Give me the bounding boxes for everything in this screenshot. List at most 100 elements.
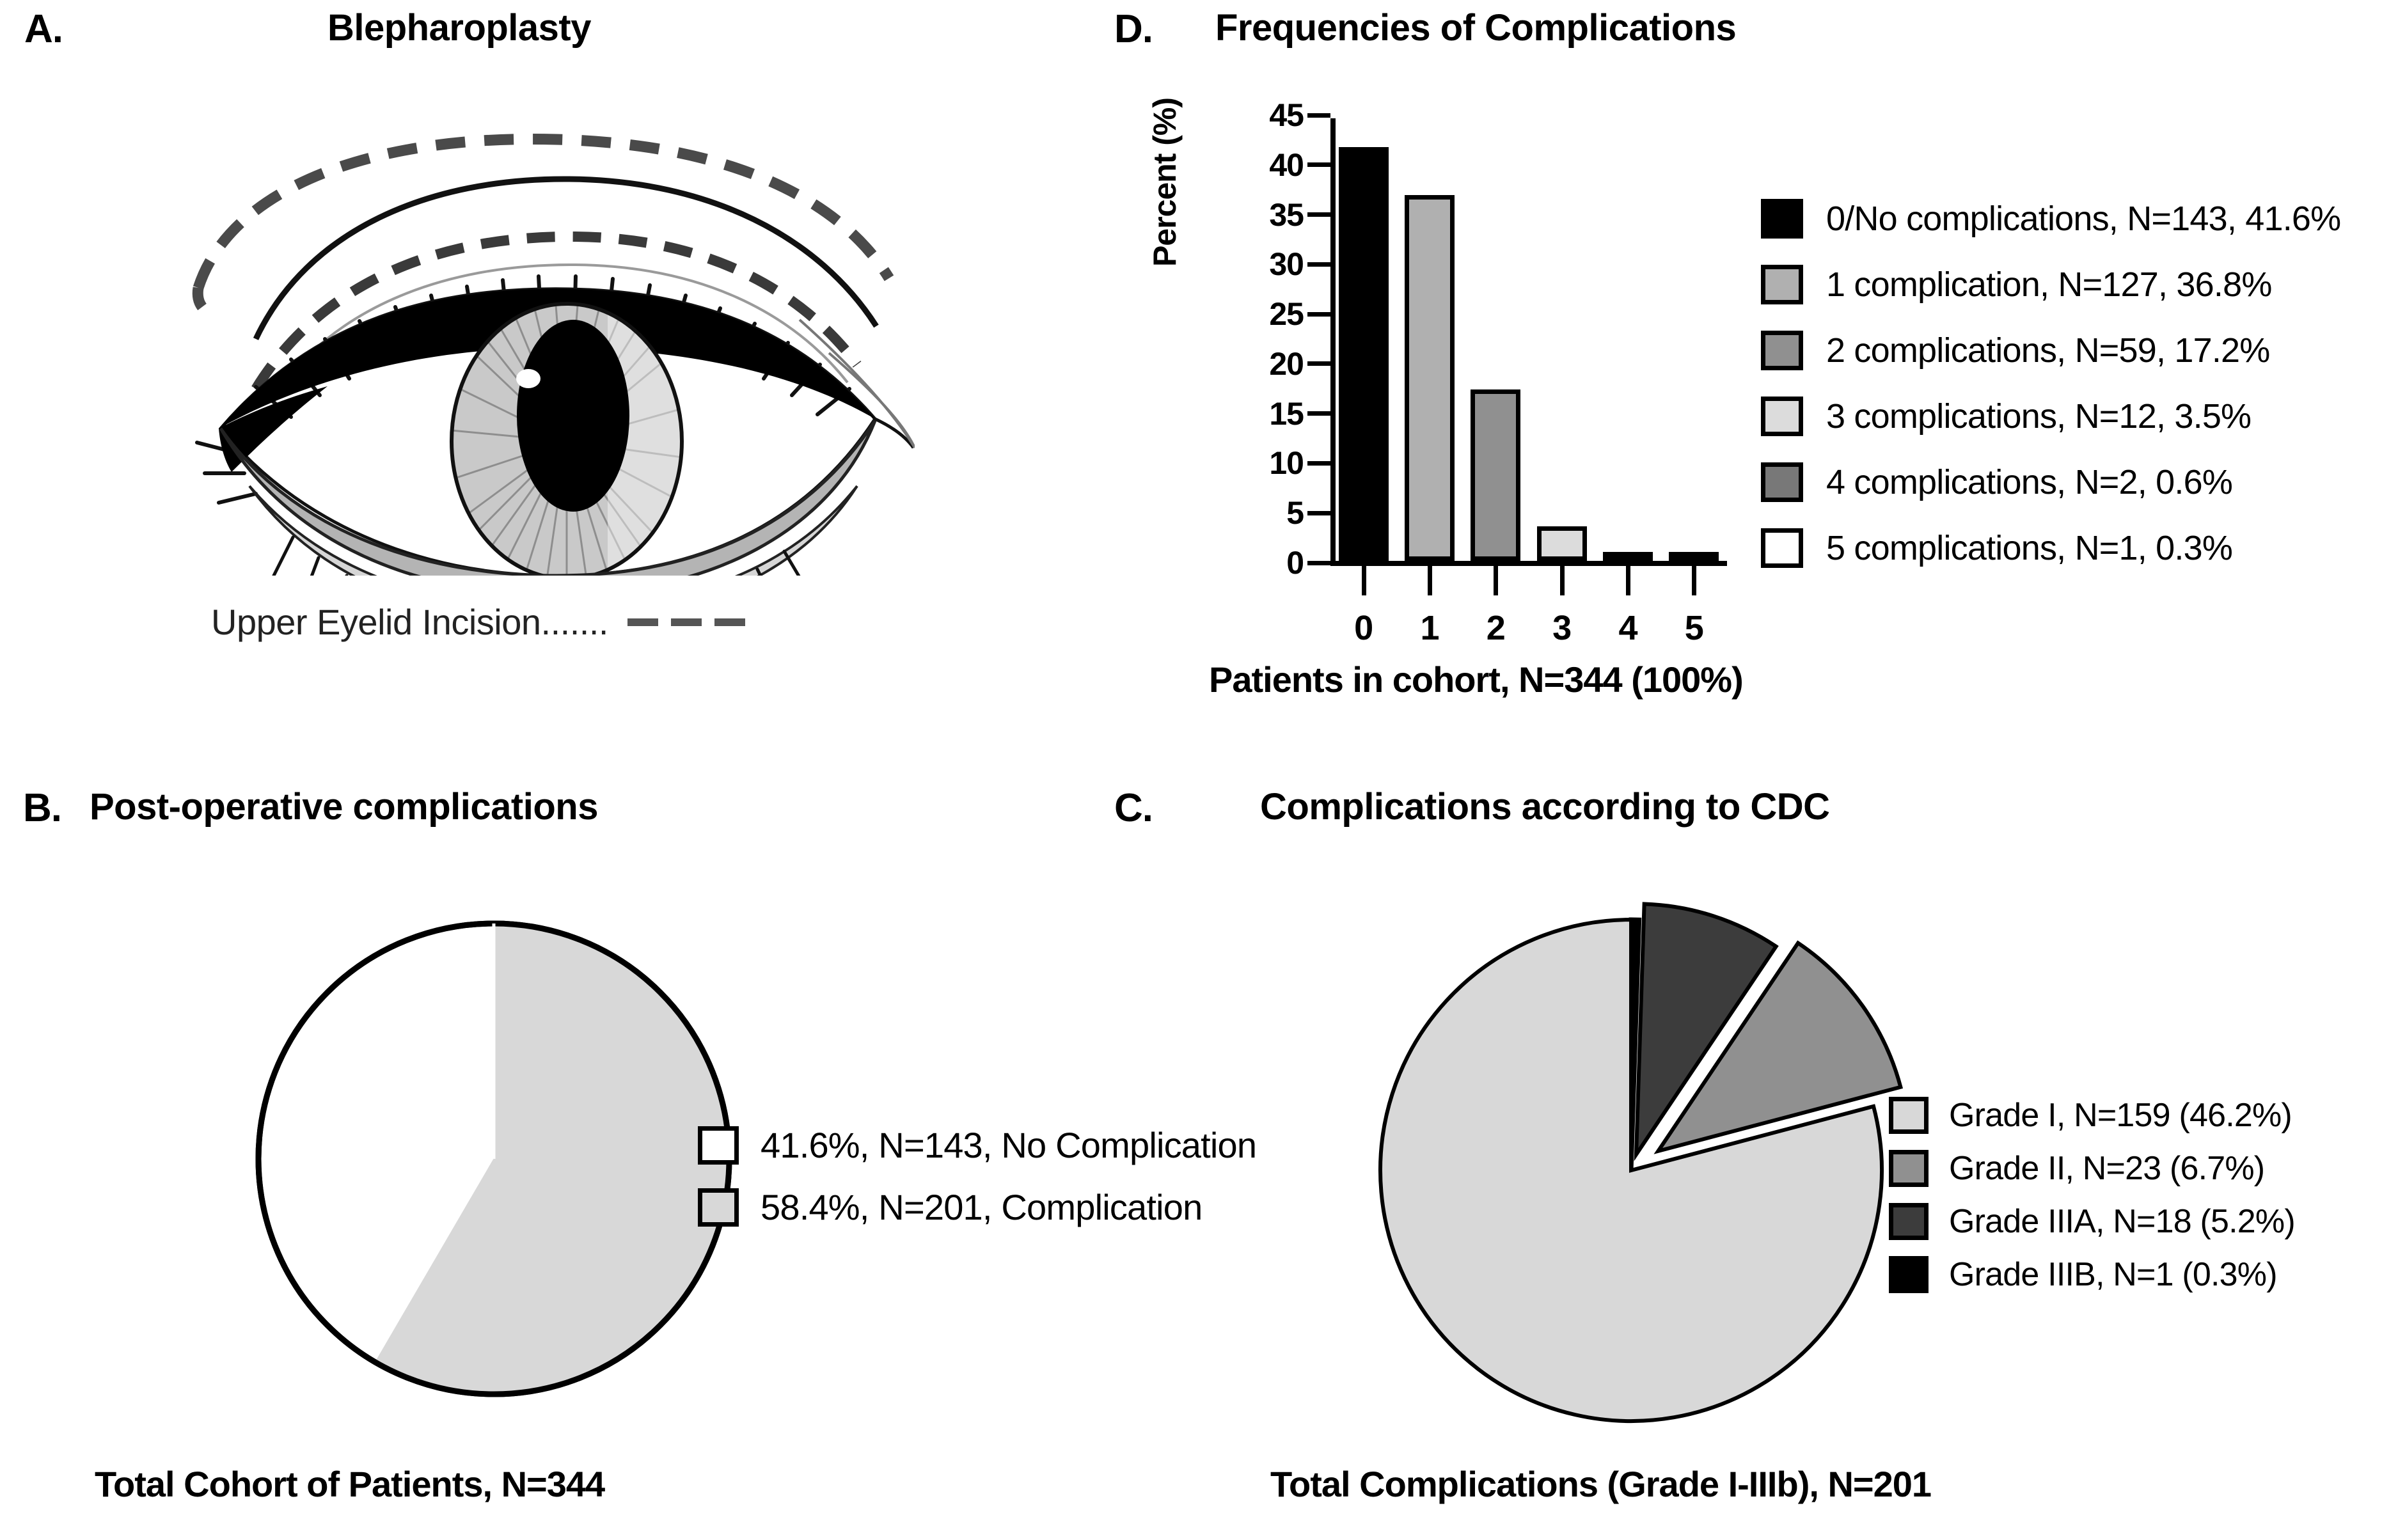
- panel-b-caption: Total Cohort of Patients, N=344: [95, 1464, 605, 1504]
- bar-1: [1405, 194, 1455, 561]
- x-tick-label: 4: [1618, 609, 1637, 647]
- legend-swatch-b-0: [698, 1126, 739, 1165]
- legend-label: 1 complication, N=127, 36.8%: [1826, 265, 2272, 304]
- legend-item: 4 complications, N=2, 0.6%: [1761, 449, 2340, 515]
- y-tick: 20: [1171, 348, 1330, 380]
- legend-label: 41.6%, N=143, No Complication: [761, 1125, 1257, 1165]
- x-tick-label: 0: [1354, 609, 1373, 647]
- bar-3: [1536, 526, 1587, 561]
- legend-label: 5 complications, N=1, 0.3%: [1826, 528, 2233, 567]
- y-tick: 35: [1171, 199, 1330, 231]
- legend-label: 2 complications, N=59, 17.2%: [1826, 331, 2270, 370]
- legend-label: 4 complications, N=2, 0.6%: [1826, 462, 2233, 501]
- y-tick-label: 15: [1269, 395, 1304, 432]
- legend-label: Grade IIIB, N=1 (0.3%): [1949, 1255, 2278, 1293]
- y-tick: 45: [1171, 99, 1330, 131]
- legend-label: Grade I, N=159 (46.2%): [1949, 1096, 2292, 1134]
- y-tick-label: 30: [1269, 246, 1304, 283]
- legend-label: 0/No complications, N=143, 41.6%: [1826, 199, 2341, 238]
- y-tick: 30: [1171, 248, 1330, 280]
- post-operative-complications-pie: [251, 916, 737, 1402]
- legend-swatch-d-1: [1761, 264, 1803, 304]
- y-tick-mark: [1307, 460, 1330, 466]
- panel-a-letter: A.: [24, 7, 63, 51]
- y-tick-mark: [1307, 212, 1330, 217]
- x-tick: [1428, 566, 1432, 595]
- x-tick: [1559, 566, 1565, 595]
- y-axis-line: [1330, 118, 1336, 566]
- legend-item: 58.4%, N=201, Complication: [698, 1176, 1256, 1238]
- panel-c-letter: C.: [1114, 786, 1153, 830]
- bar-4: [1603, 552, 1653, 561]
- pie-slice-grade-ii: [1653, 940, 1904, 1154]
- legend-panel-b: 41.6%, N=143, No Complication 58.4%, N=20…: [698, 1114, 1257, 1238]
- bar-5: [1669, 552, 1719, 561]
- legend-item: 0/No complications, N=143, 41.6%: [1761, 185, 2341, 251]
- legend-swatch-c-3: [1889, 1255, 1929, 1293]
- legend-swatch-d-4: [1761, 462, 1803, 502]
- panel-d-letter: D.: [1114, 7, 1153, 51]
- x-tick: [1494, 566, 1499, 595]
- legend-label: Grade II, N=23 (6.7%): [1949, 1149, 2265, 1187]
- y-tick-label: 0: [1286, 545, 1304, 581]
- y-tick-label: 40: [1269, 146, 1304, 183]
- y-tick-mark: [1307, 411, 1330, 416]
- legend-item: Grade IIIB, N=1 (0.3%): [1889, 1248, 2295, 1301]
- panel-c-title: Complications according to CDC: [1260, 786, 1830, 828]
- eye-anatomy-illustration: [160, 128, 916, 668]
- panel-b-title: Post-operative complications: [90, 786, 598, 828]
- y-tick-label: 45: [1269, 97, 1304, 133]
- x-tick-label: 5: [1684, 609, 1704, 647]
- y-tick-mark: [1307, 262, 1330, 267]
- y-tick-label: 20: [1269, 345, 1304, 382]
- y-tick-label: 5: [1286, 495, 1304, 531]
- y-tick-mark: [1307, 162, 1330, 168]
- legend-item: Grade II, N=23 (6.7%): [1889, 1142, 2295, 1195]
- x-tick-label: 1: [1420, 609, 1439, 647]
- pie-slice-grade-i: [1378, 917, 1884, 1423]
- legend-swatch-d-3: [1761, 396, 1803, 436]
- y-tick: 25: [1171, 298, 1330, 330]
- legend-panel-c: Grade I, N=159 (46.2%) Grade II, N=23 (6.…: [1889, 1088, 2296, 1301]
- legend-label: 3 complications, N=12, 3.5%: [1826, 397, 2252, 436]
- y-tick-label: 35: [1269, 196, 1304, 233]
- y-tick-mark: [1307, 113, 1330, 118]
- legend-swatch-b-1: [698, 1188, 739, 1227]
- x-axis-caption: Patients in cohort, N=344 (100%): [1209, 659, 1744, 700]
- y-tick: 15: [1171, 398, 1330, 430]
- panel-b-letter: B.: [23, 786, 62, 830]
- legend-swatch-d-0: [1761, 198, 1803, 239]
- cdc-complications-pie: [1356, 895, 1906, 1445]
- incision-caption: Upper Eyelid Incision.......: [211, 601, 745, 643]
- dashed-line-legend-icon: [627, 618, 745, 626]
- legend-swatch-d-5: [1761, 528, 1803, 568]
- bar-0: [1338, 146, 1389, 561]
- legend-item: Grade I, N=159 (46.2%): [1889, 1088, 2295, 1142]
- legend-swatch-c-0: [1889, 1096, 1929, 1134]
- x-tick-label: 3: [1552, 609, 1572, 647]
- y-tick-mark: [1307, 311, 1330, 317]
- legend-label: Grade IIIA, N=18 (5.2%): [1949, 1202, 2296, 1240]
- legend-swatch-d-2: [1761, 330, 1803, 370]
- y-tick-label: 10: [1269, 445, 1304, 482]
- x-tick: [1361, 566, 1366, 595]
- y-tick-mark: [1307, 510, 1330, 515]
- legend-panel-d: 0/No complications, N=143, 41.6% 1 compli…: [1761, 185, 2341, 581]
- y-tick: 40: [1171, 149, 1330, 181]
- x-tick: [1626, 566, 1630, 595]
- x-tick: [1692, 566, 1697, 595]
- incision-caption-text: Upper Eyelid Incision.......: [211, 602, 608, 642]
- x-axis-line: [1330, 561, 1727, 566]
- y-tick-mark: [1307, 361, 1330, 366]
- legend-swatch-c-2: [1889, 1202, 1929, 1240]
- legend-swatch-c-1: [1889, 1149, 1929, 1187]
- panel-c-caption: Total Complications (Grade I-IIIb), N=20…: [1270, 1464, 1932, 1504]
- legend-label: 58.4%, N=201, Complication: [761, 1187, 1203, 1227]
- legend-item: 3 complications, N=12, 3.5%: [1761, 383, 2340, 449]
- legend-item: Grade IIIA, N=18 (5.2%): [1889, 1195, 2296, 1248]
- panel-d-title: Frequencies of Complications: [1215, 7, 1737, 49]
- y-tick: 10: [1171, 447, 1330, 479]
- pie-slice-grade-iiia: [1634, 902, 1779, 1161]
